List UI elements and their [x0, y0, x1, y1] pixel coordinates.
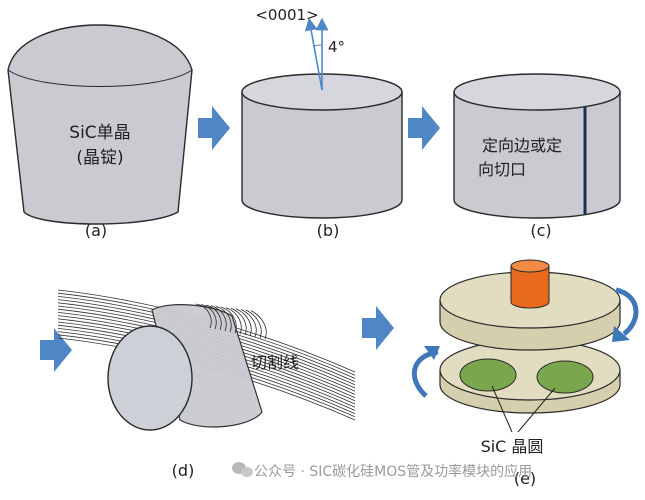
slice-marks — [195, 303, 267, 340]
axis-label: <0001> — [255, 6, 318, 24]
wafer-slice-edge — [250, 310, 267, 340]
wafer-slice-edge — [215, 306, 232, 333]
wafer-slice-edge — [240, 309, 257, 338]
wafer-right — [536, 360, 594, 394]
panel-a: SiC单晶 (晶锭) (a) — [7, 24, 193, 240]
rotate-arrowhead-right — [612, 326, 630, 342]
panel-d: 切割线 (d) — [57, 289, 356, 480]
cylinder-b-body — [241, 91, 403, 219]
drive-rod — [510, 265, 550, 309]
wafer-left — [459, 358, 517, 392]
wafer-label: SiC 晶圆 — [481, 437, 544, 456]
angle-arc — [312, 44, 323, 47]
flow-arrow-a-b — [198, 106, 230, 150]
flow-arrow-b-c — [408, 106, 440, 150]
wafer-slice-edge — [235, 308, 252, 337]
boule-label-line1: SiC单晶 — [69, 123, 130, 143]
wafer-slice-edge — [225, 307, 242, 335]
pointer-line-right — [517, 387, 556, 433]
angle-label: 4° — [328, 38, 345, 56]
caption-d: (d) — [172, 461, 195, 480]
watermark-text: 公众号 · SIC碳化硅MOS管及功率模块的应用 — [254, 463, 532, 480]
wafer-slice-edge — [205, 304, 222, 331]
panel-b: <0001> 4° (b) — [241, 6, 403, 240]
boule-dome-edge — [7, 69, 193, 87]
rotate-arrowhead-left — [424, 346, 440, 360]
cylinder-c-top — [453, 73, 621, 111]
boule-body — [7, 24, 193, 225]
flow-arrow-d-e — [362, 306, 394, 350]
c-axis-arrow — [304, 17, 323, 91]
caption-a: (a) — [85, 221, 107, 240]
wafer-slice-edge — [230, 307, 247, 336]
wafer-slice-edge — [245, 309, 262, 339]
wafer-slice-edge — [210, 305, 227, 332]
drive-rod-top — [510, 259, 550, 273]
wire-label: 切割线 — [251, 353, 299, 372]
wechat-icon — [232, 462, 253, 477]
caption-b: (b) — [317, 221, 340, 240]
flat-label-line2: 向切口 — [478, 160, 526, 179]
watermark: 公众号 · SIC碳化硅MOS管及功率模块的应用 — [232, 462, 532, 480]
wafer-slice-edge — [200, 304, 217, 330]
cylinder-c-body — [453, 91, 621, 219]
panel-e: SiC 晶圆 (e) — [411, 259, 639, 488]
caption-e: (e) — [514, 469, 536, 488]
flat-label-line1: 定向边或定 — [482, 136, 562, 155]
wafer-slice-edge — [195, 303, 212, 329]
wafer-slice-edge — [220, 306, 237, 334]
pointer-line-left — [491, 385, 513, 433]
flow-arrow-c-d — [40, 328, 72, 372]
panel-c: 定向边或定 向切口 (c) — [453, 73, 621, 240]
rotate-arrow-right — [615, 287, 639, 336]
caption-c: (c) — [530, 221, 551, 240]
cylinder-d-face — [107, 325, 193, 431]
boule-label-line2: (晶锭) — [76, 148, 123, 168]
